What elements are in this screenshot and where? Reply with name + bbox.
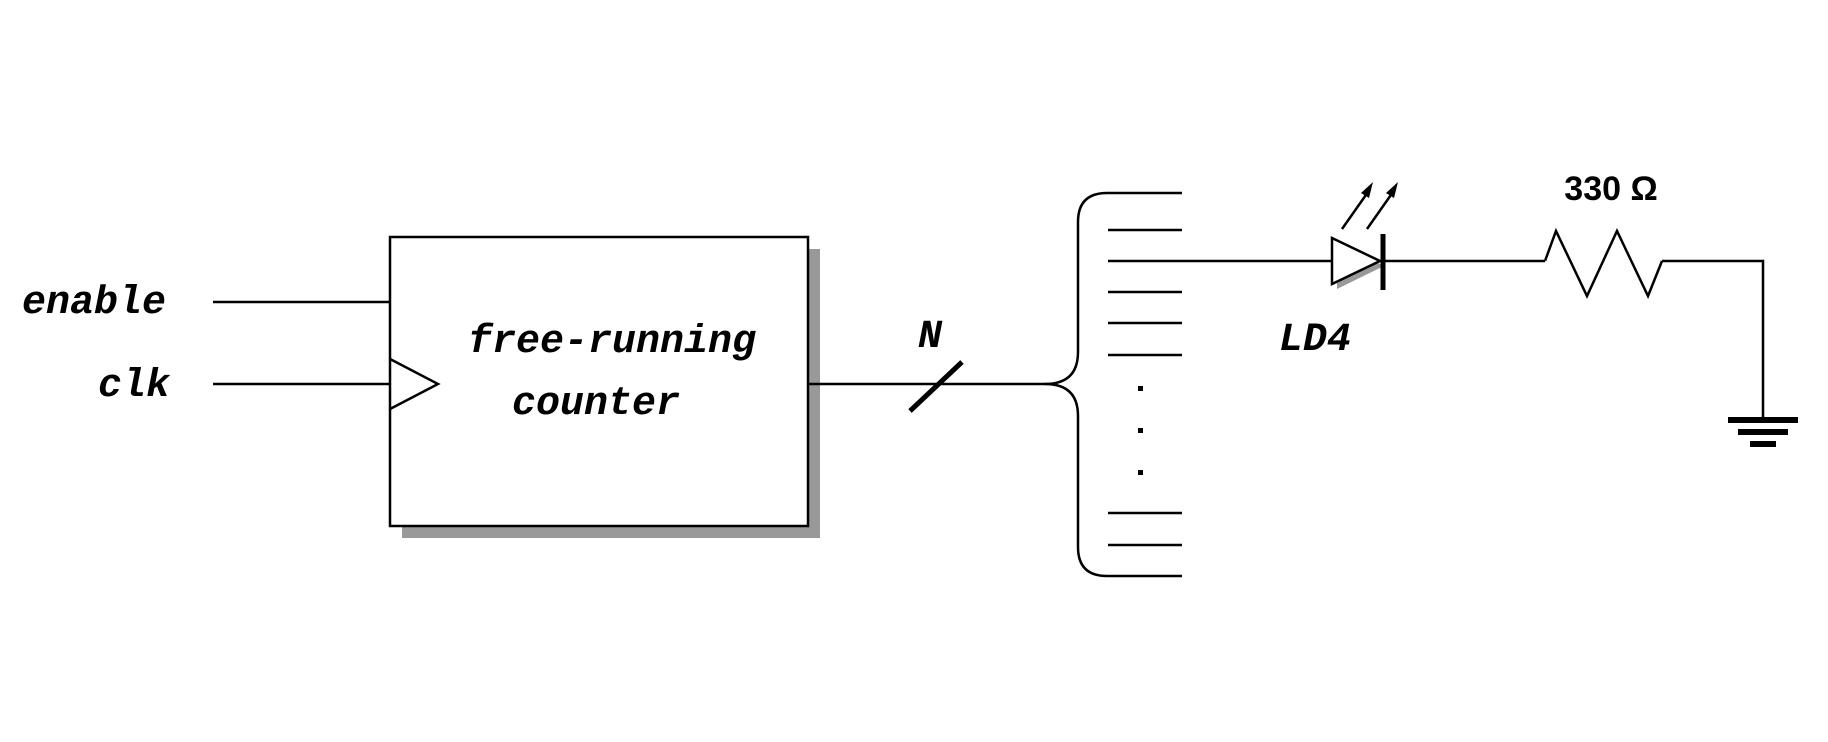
- counter-label-line1: free-running: [468, 320, 756, 365]
- resistor-symbol: [1543, 227, 1664, 300]
- emission-arrow: [1340, 191, 1370, 230]
- counter-label-line2: counter: [512, 382, 680, 427]
- emission-arrow: [1365, 191, 1395, 230]
- ellipsis-dot: [1138, 428, 1143, 433]
- ground-icon: [1728, 417, 1798, 447]
- led-triangle: [1330, 236, 1383, 286]
- light-emission-arrows-icon: [1340, 182, 1398, 230]
- ellipsis-dot: [1138, 386, 1143, 391]
- counter-block: free-running counter: [388, 235, 820, 538]
- emission-arrowhead: [1386, 182, 1398, 198]
- enable-label: enable: [22, 281, 166, 326]
- led-symbol: [1330, 234, 1386, 290]
- ellipsis-dot: [1138, 470, 1143, 475]
- emission-arrowhead: [1361, 182, 1373, 198]
- splitter-brace-bottom: [1044, 382, 1182, 578]
- clk-label: clk: [98, 364, 171, 409]
- resistor-label: 330 Ω: [1564, 170, 1657, 208]
- clock-input-triangle: [389, 357, 441, 411]
- led-label: LD4: [1279, 318, 1351, 363]
- ground-wire: [1662, 259, 1765, 418]
- splitter-brace-top: [1044, 191, 1182, 386]
- bus-width-label: N: [918, 315, 943, 360]
- counter-box: [388, 235, 810, 528]
- splitter-ellipsis: [1138, 386, 1143, 475]
- splitter-taps: [1108, 228, 1182, 547]
- bus-width-slash: [908, 360, 964, 413]
